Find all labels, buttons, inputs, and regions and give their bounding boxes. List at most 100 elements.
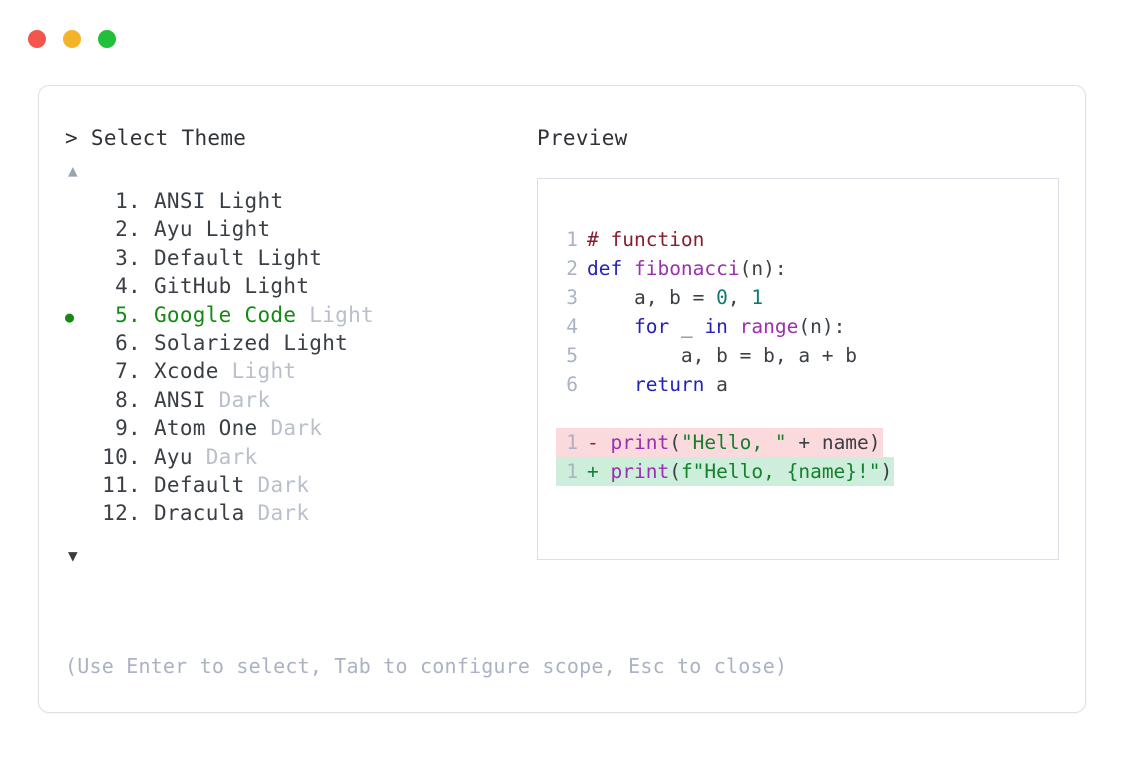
- prompt-caret-icon: >: [65, 126, 78, 150]
- code-line-content: a, b = 0, 1: [587, 283, 763, 312]
- page-title: > Select Theme: [65, 128, 537, 149]
- diff-sign: -: [587, 431, 611, 454]
- list-item-number: 4.: [115, 274, 141, 299]
- diff-row: 1+ print(f"Hello, {name}!"): [538, 457, 1058, 486]
- minimize-icon[interactable]: [63, 30, 81, 48]
- list-item-number: 3.: [115, 245, 141, 270]
- code-token: + name): [786, 431, 881, 454]
- code-line: 1 # function: [538, 225, 1058, 254]
- list-item-label: GitHub Light: [141, 274, 309, 298]
- code-line: 6 return a: [538, 370, 1058, 399]
- list-item-label: Google Code Light: [141, 303, 374, 327]
- list-item-label: Default Dark: [141, 473, 309, 497]
- code-token: "Hello, ": [680, 431, 787, 454]
- scroll-down-icon[interactable]: ▼: [68, 545, 78, 565]
- list-item[interactable]: 7. Xcode Light: [65, 359, 537, 387]
- line-number: 3: [566, 286, 578, 309]
- code-token: _: [669, 315, 705, 338]
- code-line: 3 a, b = 0, 1: [538, 283, 1058, 312]
- maximize-icon[interactable]: [98, 30, 116, 48]
- theme-name: Dracula: [141, 501, 258, 526]
- theme-name: ANSI: [141, 387, 219, 412]
- close-icon[interactable]: [28, 30, 46, 48]
- scroll-up-icon[interactable]: ▲: [68, 161, 78, 180]
- page-title-label: Select Theme: [90, 126, 247, 150]
- list-item-number: 10.: [102, 444, 141, 469]
- list-item-label: Default Light: [141, 246, 322, 270]
- theme-variant: Light: [283, 330, 349, 355]
- list-item[interactable]: 4. GitHub Light: [65, 274, 537, 302]
- theme-name: Default: [141, 472, 258, 497]
- code-token: 0: [716, 286, 728, 309]
- list-item[interactable]: 1. ANSI Light: [65, 189, 537, 217]
- theme-variant: Light: [205, 217, 271, 242]
- list-item[interactable]: ●5. Google Code Light: [65, 303, 537, 331]
- code-token: ): [880, 460, 893, 483]
- theme-variant: Light: [309, 302, 374, 327]
- code-token: a, b = b, a + b: [587, 344, 858, 367]
- theme-name: Ayu: [141, 444, 206, 469]
- line-number: 1: [566, 228, 578, 251]
- list-item[interactable]: 11. Default Dark: [65, 473, 537, 501]
- theme-variant: Dark: [270, 416, 323, 441]
- code-line-content: def fibonacci(n):: [587, 254, 787, 283]
- list-item[interactable]: 8. ANSI Dark: [65, 388, 537, 416]
- code-spacer: [538, 399, 1058, 428]
- list-item-label: Atom One Dark: [141, 416, 322, 440]
- theme-name: GitHub: [141, 274, 245, 299]
- list-item-label: Ayu Dark: [141, 445, 258, 469]
- list-item[interactable]: 12. Dracula Dark: [65, 501, 537, 529]
- theme-variant: Light: [218, 189, 284, 213]
- code-line-content: a, b = b, a + b: [587, 341, 857, 370]
- list-item-label: Dracula Dark: [141, 501, 309, 525]
- theme-variant: Light: [244, 274, 310, 299]
- theme-variant: Light: [231, 359, 297, 384]
- list-item-number: 9.: [115, 416, 141, 441]
- theme-name: Ayu: [141, 217, 206, 242]
- theme-variant: Dark: [218, 387, 271, 412]
- code-token: # function: [587, 228, 705, 251]
- code-token: (n):: [739, 257, 787, 280]
- code-token: range: [739, 315, 799, 338]
- code-line-content: print("Hello, " + name): [610, 428, 880, 457]
- line-number: 2: [566, 257, 578, 280]
- list-item[interactable]: 3. Default Light: [65, 246, 537, 274]
- line-number: 1: [566, 460, 578, 483]
- list-item[interactable]: 2. Ayu Light: [65, 217, 537, 245]
- diff-lines: 1- print("Hello, " + name)1+ print(f"Hel…: [538, 428, 1058, 486]
- code-token: ,: [727, 286, 752, 309]
- theme-name: Default: [141, 245, 258, 270]
- code-token: print: [610, 431, 670, 454]
- theme-name: Atom One: [141, 416, 271, 441]
- code-token: fibonacci: [633, 257, 740, 280]
- theme-variant: Dark: [257, 472, 310, 497]
- keyboard-hint: (Use Enter to select, Tab to configure s…: [65, 654, 788, 678]
- code-token: (: [669, 460, 681, 483]
- list-item-number: 1.: [115, 189, 141, 213]
- list-item[interactable]: 6. Solarized Light: [65, 331, 537, 359]
- list-item-label: Xcode Light: [141, 359, 296, 383]
- code-token: 1: [751, 286, 764, 309]
- list-item[interactable]: 10. Ayu Dark: [65, 445, 537, 473]
- list-item-label: ANSI Light: [141, 189, 283, 213]
- code-token: in: [704, 315, 728, 338]
- list-item-number: 11.: [102, 472, 141, 497]
- theme-variant: Dark: [205, 444, 258, 469]
- line-number: 1: [566, 431, 578, 454]
- theme-variant: Light: [257, 245, 323, 270]
- list-item[interactable]: 9. Atom One Dark: [65, 416, 537, 444]
- selected-bullet-icon: ●: [65, 307, 75, 326]
- list-item-label: ANSI Dark: [141, 388, 270, 412]
- code-token: def: [587, 257, 634, 280]
- list-item-number: 12.: [102, 501, 141, 526]
- code-token: a, b =: [587, 286, 717, 309]
- code-token: return: [633, 373, 705, 396]
- code-line: 5 a, b = b, a + b: [538, 341, 1058, 370]
- diff-sign: +: [587, 460, 611, 483]
